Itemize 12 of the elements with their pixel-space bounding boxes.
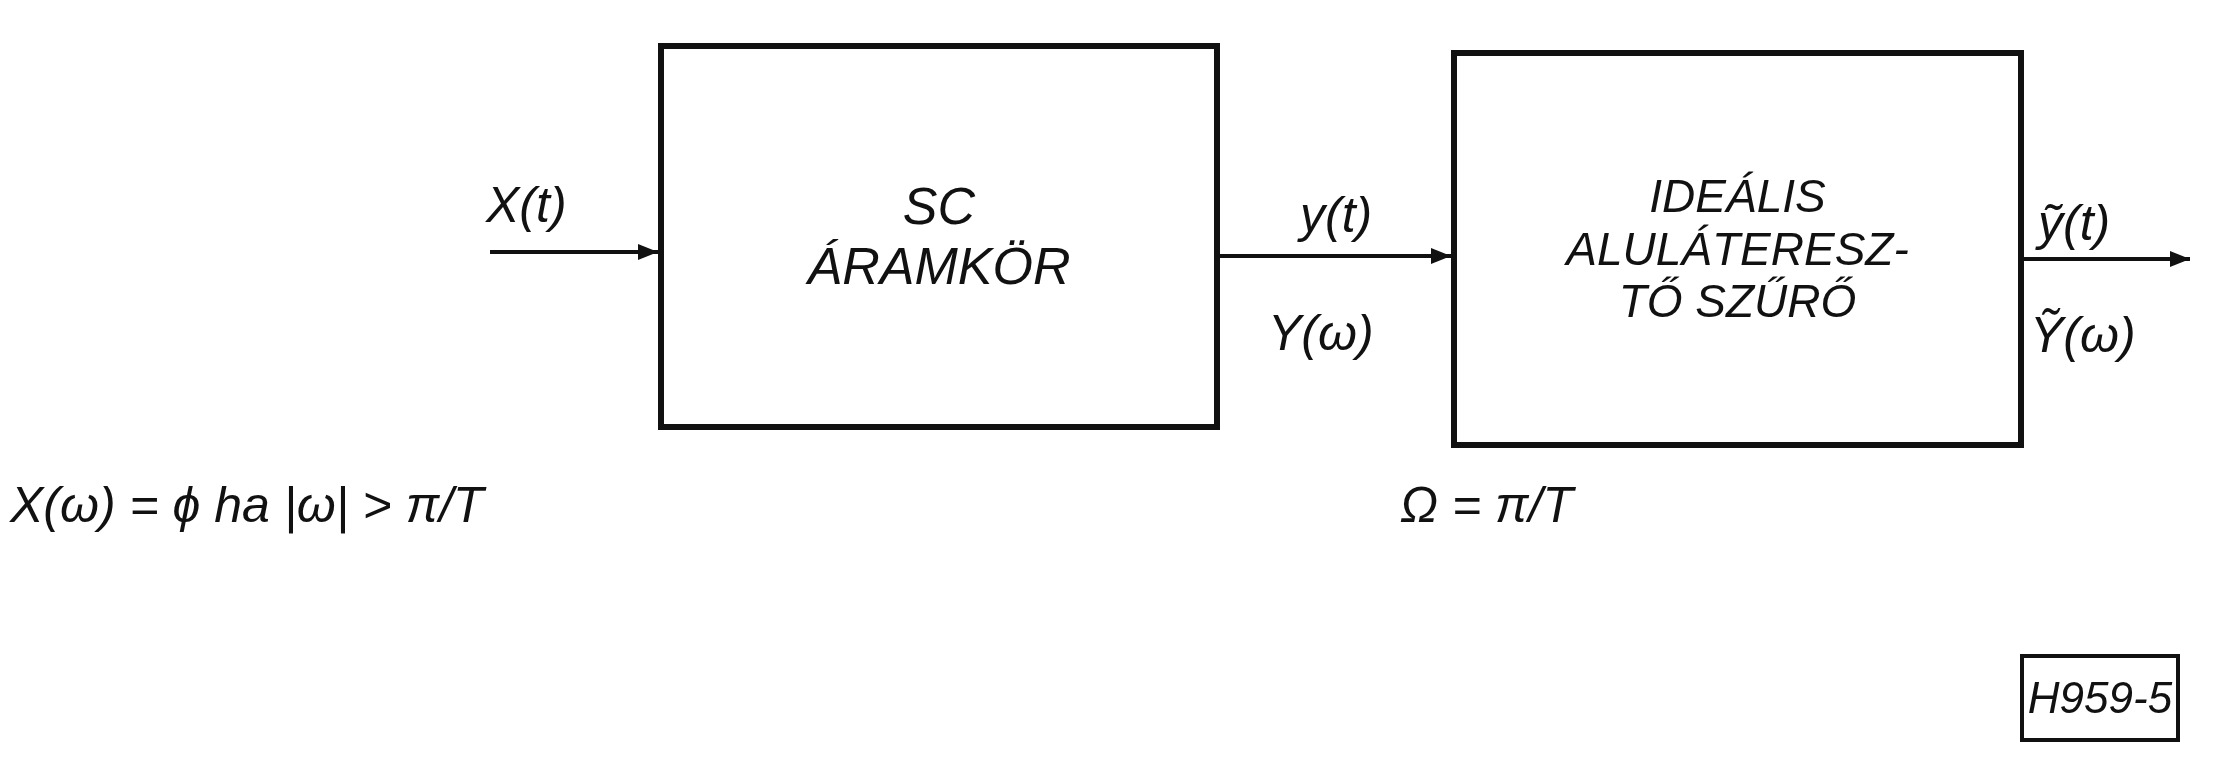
filter-box — [1451, 50, 2024, 448]
box-label: H959-5 — [2027, 672, 2173, 724]
reference-box — [2020, 654, 2180, 742]
box-label: SC ÁRAMKÖR — [807, 176, 1071, 297]
arrow — [1220, 248, 1451, 264]
signal-label: Ỹ(ω) — [2030, 310, 2136, 360]
arrow — [2024, 251, 2190, 267]
process-box — [658, 43, 1220, 430]
arrow — [490, 244, 658, 260]
signal-label: Y(ω) — [1268, 308, 1374, 358]
box-label: IDEÁLIS ALULÁTERESZ- TŐ SZŰRŐ — [1563, 169, 1910, 329]
signal-label: X(t) — [486, 180, 567, 230]
